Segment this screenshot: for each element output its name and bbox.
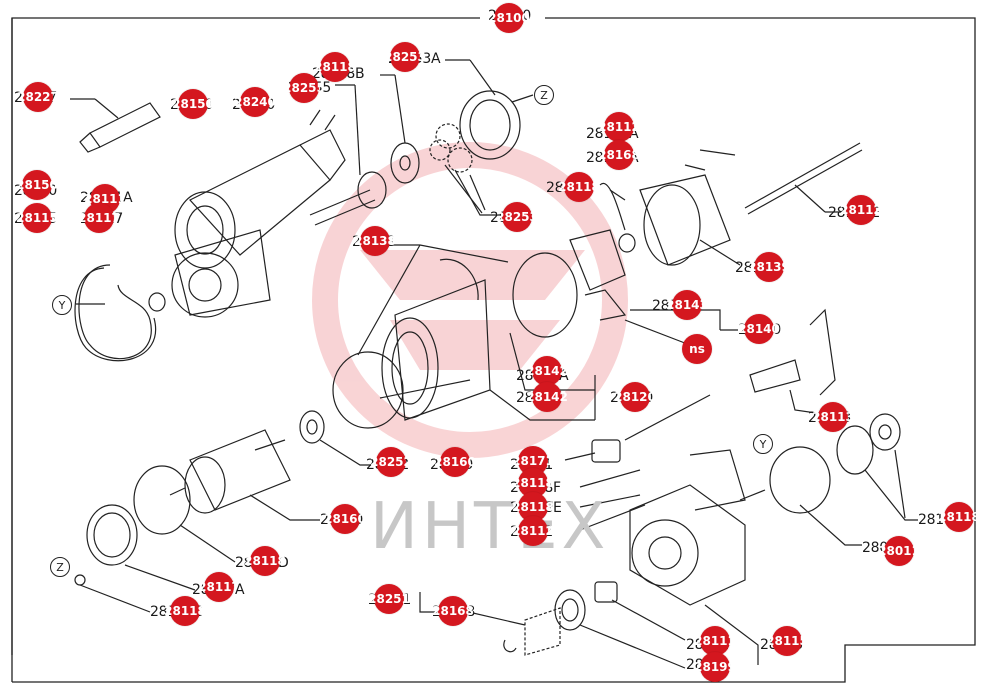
hotspot-28118[interactable]: 28118 <box>558 172 600 202</box>
hotspot-28118b[interactable]: 28118 <box>314 52 356 82</box>
hotspot-28112[interactable]: 28112 <box>512 516 554 546</box>
hotspot-28160a[interactable]: 28160 <box>434 447 476 477</box>
hotspot-28139[interactable]: 28139 <box>748 252 790 282</box>
hotspot-28140[interactable]: 28140 <box>738 314 780 344</box>
hotspot-28118f[interactable]: 28118 <box>512 468 554 498</box>
hotspot-28251[interactable]: 28251 <box>368 584 410 614</box>
callout-y: Y <box>52 295 72 315</box>
hotspot-ns[interactable]: ns <box>682 334 712 364</box>
watermark: ИНТЕХ <box>370 490 610 564</box>
hotspot-28253[interactable]: 28253 <box>496 202 538 232</box>
hotspot-28142a[interactable]: 28142 <box>526 356 568 386</box>
hotspot-28115b[interactable]: 28115 <box>766 626 808 656</box>
hotspot-28253a[interactable]: 28253 <box>384 42 426 72</box>
hotspot-28199[interactable]: 28199 <box>694 652 736 682</box>
hotspot-28100[interactable]: 28100 <box>488 3 530 33</box>
hotspot-28255[interactable]: 28255 <box>283 73 325 103</box>
hotspot-28227[interactable]: 28227 <box>17 82 59 112</box>
hotspot-28118a[interactable]: 28118 <box>938 502 980 532</box>
hotspot-28115[interactable]: 28115 <box>16 203 58 233</box>
callout-z: Z <box>534 85 554 105</box>
hotspot-28118d[interactable]: 28118 <box>244 546 286 576</box>
hotspot-28168[interactable]: 28168 <box>432 596 474 626</box>
hotspot-28117a[interactable]: 28117 <box>198 572 240 602</box>
hotspot-28138[interactable]: 28138 <box>354 226 396 256</box>
hotspot-28143[interactable]: 28143 <box>666 290 708 320</box>
hotspot-28150[interactable]: 28150 <box>172 89 214 119</box>
hotspot-28120[interactable]: 28120 <box>614 382 656 412</box>
hotspot-28011[interactable]: 28011 <box>878 536 920 566</box>
hotspot-28240[interactable]: 28240 <box>234 87 276 117</box>
hotspot-28168a[interactable]: 28168 <box>598 140 640 170</box>
hotspot-28112a[interactable]: 28112 <box>598 112 640 142</box>
hotspot-28142[interactable]: 28142 <box>526 382 568 412</box>
hotspot-28111[interactable]: 28111 <box>694 626 736 656</box>
hotspot-28252[interactable]: 28252 <box>370 447 412 477</box>
hotspot-28113[interactable]: 28113 <box>812 402 854 432</box>
callout-z: Z <box>50 557 70 577</box>
hotspot-28160b[interactable]: 28160 <box>324 504 366 534</box>
hotspot-28112e[interactable]: 28112 <box>840 195 882 225</box>
hotspot-28117[interactable]: 28117 <box>78 203 120 233</box>
callout-y: Y <box>753 434 773 454</box>
hotspot-28118c[interactable]: 28118 <box>164 596 206 626</box>
hotspot-28150b[interactable]: 28150 <box>16 170 58 200</box>
